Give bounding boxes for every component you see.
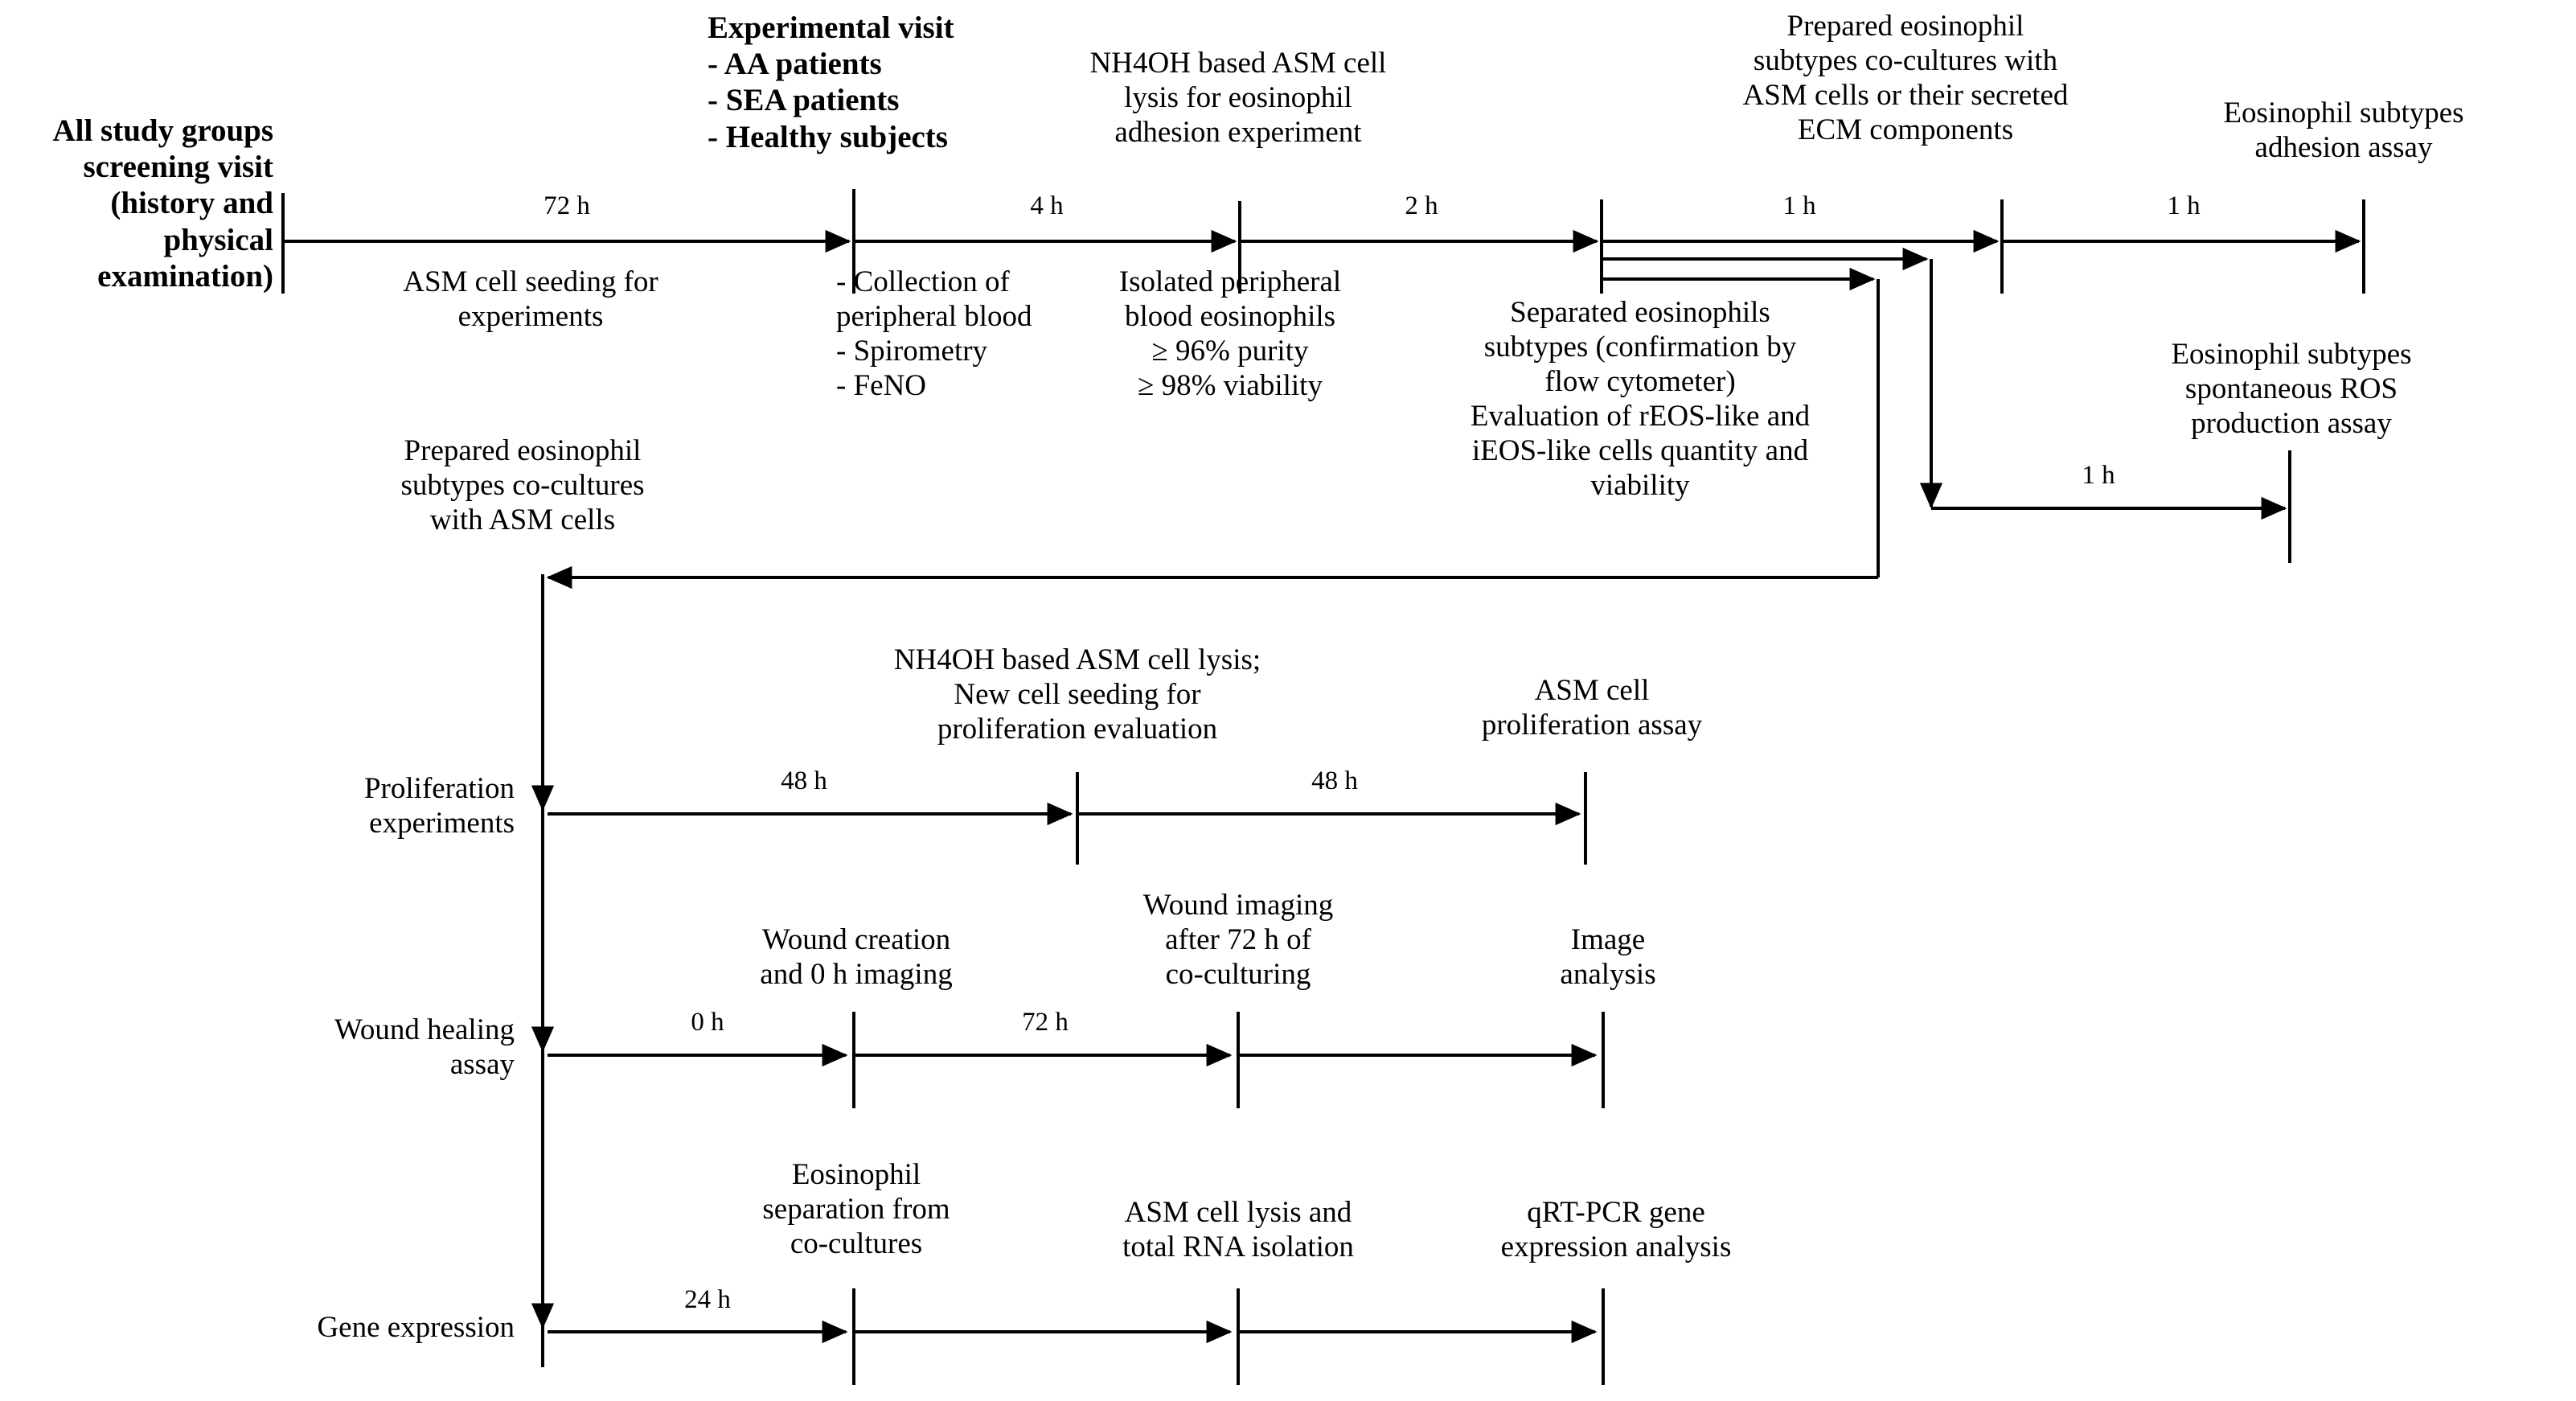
timeline-below-label-separated-subtypes: Separated eosinophils subtypes (confirma… (1470, 296, 1811, 502)
duration-72h-wound: 72 h (1022, 1008, 1069, 1037)
timeline-below-label-asm-seeding: ASM cell seeding for experiments (403, 265, 658, 333)
duration-1h-main-b: 1 h (2167, 191, 2201, 220)
duration-0h-wound: 0 h (691, 1008, 724, 1037)
stage-label-prolif-assay: ASM cell proliferation assay (1481, 674, 1703, 742)
duration-48h-prolif-b: 48 h (1311, 766, 1358, 795)
stage-label-asm-lysis-rna: ASM cell lysis and total RNA isolation (1122, 1196, 1354, 1263)
timeline-below-label-isolated-eosinophils: Isolated peripheral blood eosinophils ≥ … (1118, 265, 1342, 402)
duration-48h-prolif-a: 48 h (781, 766, 827, 795)
duration-4h-main: 4 h (1030, 191, 1064, 220)
timeline-above-label-experimental-visit: Experimental visit - AA patients - SEA p… (708, 10, 954, 154)
ros-branch-label: Eosinophil subtypes spontaneous ROS prod… (2171, 338, 2412, 440)
duration-1h-ros: 1 h (2082, 461, 2115, 490)
timeline-above-label-asm-lysis: NH4OH based ASM cell lysis for eosinophi… (1089, 47, 1387, 149)
coculture-node-label: Prepared eosinophil subtypes co-cultures… (400, 434, 645, 536)
timeline-start-label: All study groups screening visit (histor… (52, 113, 273, 294)
duration-1h-main-a: 1 h (1782, 191, 1816, 220)
row-label-wound-healing: Wound healing assay (334, 1013, 515, 1081)
duration-24h-gene: 24 h (684, 1285, 731, 1314)
duration-2h-main: 2 h (1405, 191, 1438, 220)
stage-label-qrtpcr: qRT-PCR gene expression analysis (1500, 1196, 1732, 1263)
stage-label-eosinophil-separation: Eosinophil separation from co-cultures (762, 1158, 950, 1260)
timeline-below-label-blood-collection: - Collection of peripheral blood - Spiro… (836, 265, 1032, 402)
row-label-gene-expression: Gene expression (317, 1311, 515, 1344)
duration-72h-main: 72 h (544, 191, 590, 220)
stage-label-wound-imaging-72h: Wound imaging after 72 h of co-culturing (1142, 889, 1334, 991)
row-label-proliferation: Proliferation experiments (363, 772, 515, 840)
stage-label-prolif-lysis-reseed: NH4OH based ASM cell lysis; New cell see… (893, 643, 1261, 746)
timeline-above-label-cocultures-ecm: Prepared eosinophil subtypes co-cultures… (1742, 10, 2069, 146)
stage-label-wound-creation: Wound creation and 0 h imaging (760, 923, 953, 991)
timeline-above-label-adhesion-assay: Eosinophil subtypes adhesion assay (2223, 97, 2464, 164)
stage-label-image-analysis: Image analysis (1560, 923, 1656, 991)
